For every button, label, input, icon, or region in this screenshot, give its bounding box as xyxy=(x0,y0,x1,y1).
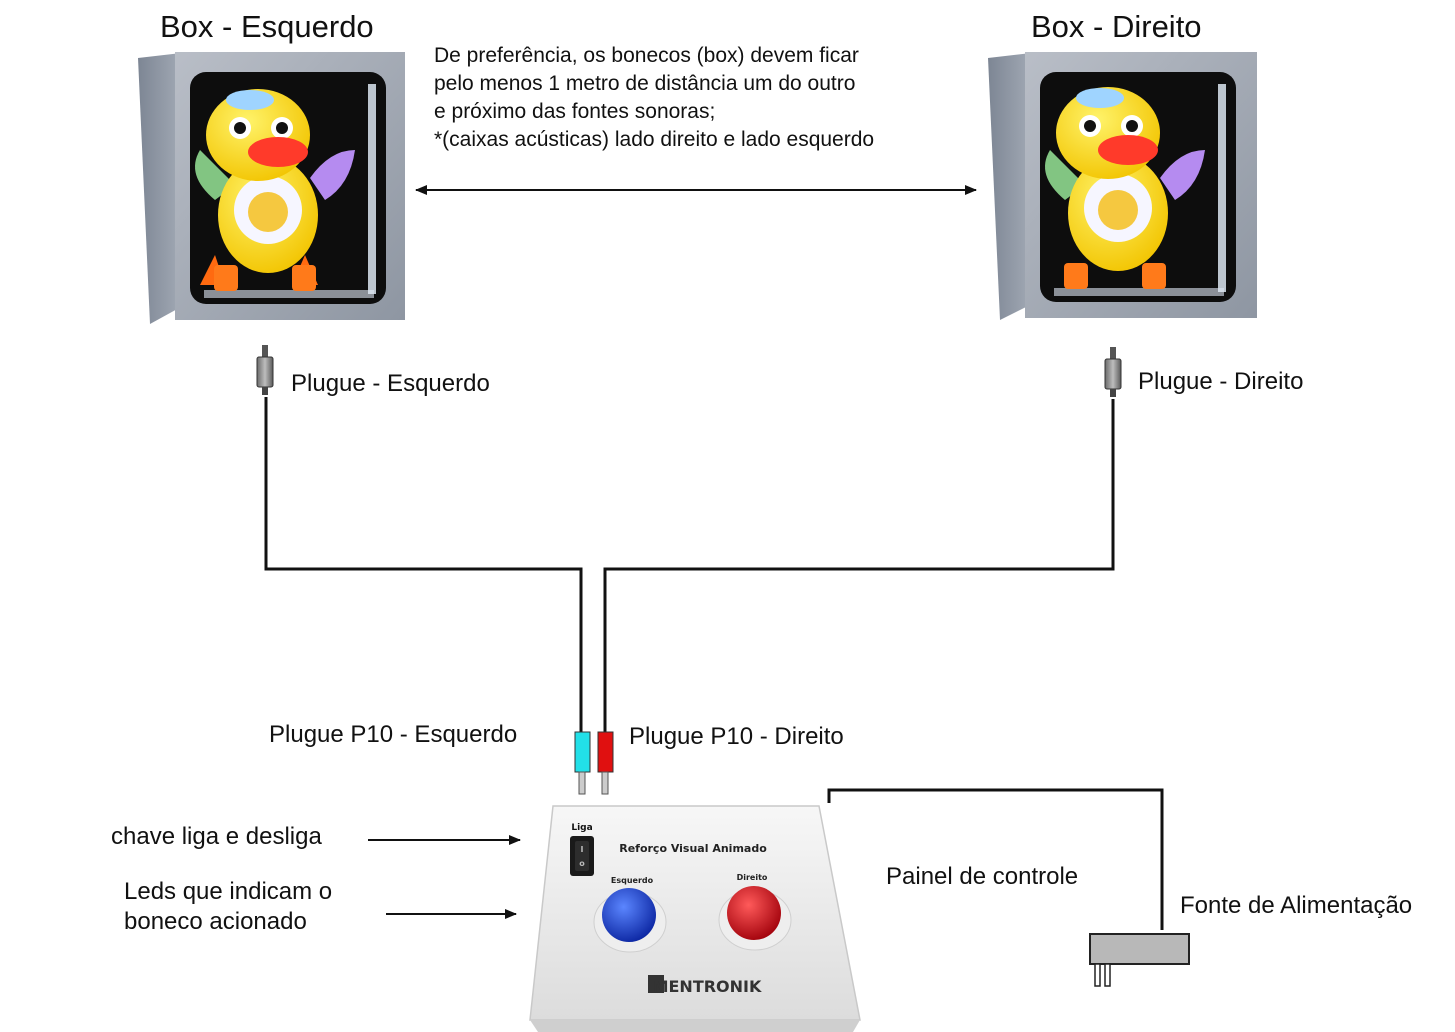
power-switch-icon: I o xyxy=(570,836,594,876)
box-left-title: Box - Esquerdo xyxy=(160,9,374,44)
cable-right xyxy=(603,399,1115,732)
plug-left-label: Plugue - Esquerdo xyxy=(291,370,490,397)
svg-text:o: o xyxy=(579,859,585,868)
plug-right-icon xyxy=(1104,347,1122,397)
left-led-label: Esquerdo xyxy=(611,876,654,885)
p10-right-plug-icon xyxy=(597,731,614,795)
switch-label: chave liga e desliga xyxy=(111,823,322,850)
p10-left-plug-icon xyxy=(574,731,591,795)
led-right-icon xyxy=(718,886,792,951)
leds-label-line1: Leds que indicam o xyxy=(124,878,333,905)
brand-logo-icon xyxy=(648,975,664,993)
right-led-label: Direito xyxy=(737,873,768,882)
box-left-illustration xyxy=(138,52,405,324)
duck-right-icon xyxy=(1045,87,1205,289)
brand-name: MENTRONIK xyxy=(653,977,762,996)
plug-right-label: Plugue - Direito xyxy=(1138,368,1304,395)
p10-right-label: Plugue P10 - Direito xyxy=(629,723,844,750)
leds-label-line2: boneco acionado xyxy=(124,908,307,935)
p10-right-body xyxy=(597,731,614,773)
power-label: Fonte de Alimentação xyxy=(1180,892,1413,919)
power-cable xyxy=(827,788,1164,930)
note-line: *(caixas acústicas) lado direito e lado … xyxy=(434,128,875,151)
control-panel-illustration: I o Liga Reforço Visual Animado Esquerdo… xyxy=(529,805,861,1032)
panel-label: Painel de controle xyxy=(886,863,1079,890)
p10-left-label: Plugue P10 - Esquerdo xyxy=(269,721,518,748)
power-adapter-icon xyxy=(1089,933,1190,987)
box-right-title: Box - Direito xyxy=(1031,9,1202,44)
plug-left-icon xyxy=(256,345,274,395)
p10-left-body xyxy=(574,731,591,773)
cable-left xyxy=(264,397,583,732)
box-right-illustration xyxy=(988,52,1257,320)
led-left-icon xyxy=(593,888,667,953)
distance-note: De preferência, os bonecos (box) devem f… xyxy=(434,42,874,154)
panel-face-title: Reforço Visual Animado xyxy=(619,842,767,855)
duck-left-icon xyxy=(195,89,355,291)
note-line: De preferência, os bonecos (box) devem f… xyxy=(434,44,859,67)
svg-text:I: I xyxy=(581,845,584,854)
note-line: pelo menos 1 metro de distância um do ou… xyxy=(434,72,856,95)
switch-face-label: Liga xyxy=(571,823,592,833)
note-line: e próximo das fontes sonoras; xyxy=(434,100,716,123)
